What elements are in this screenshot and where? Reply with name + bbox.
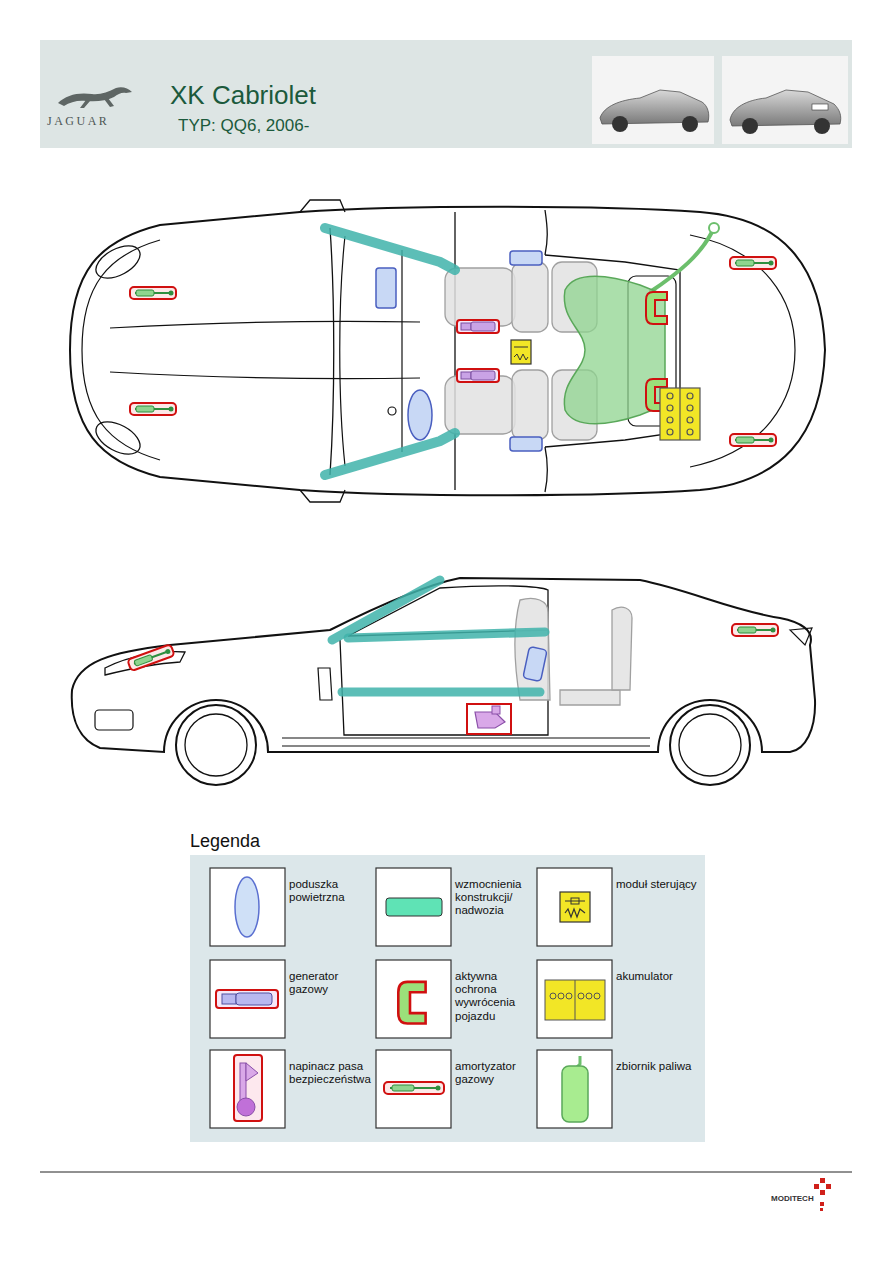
brand-name: JAGUAR	[47, 114, 109, 129]
legend-text: zbiornik paliwa	[616, 1060, 700, 1073]
battery	[660, 388, 700, 440]
legend-text: wzmocnienia konstrukcji/ nadwozia	[455, 878, 539, 918]
legend-text: generator gazowy	[289, 970, 373, 996]
legend-icons	[216, 877, 605, 1122]
page-title: XK Cabriolet	[170, 80, 316, 111]
legend-panel	[190, 855, 705, 1142]
legend-text: amortyzator gazowy	[455, 1060, 539, 1086]
moditech-logo	[814, 1178, 831, 1211]
footer-rule	[40, 1172, 852, 1173]
control-module	[511, 340, 531, 364]
jaguar-logo	[58, 87, 132, 108]
car-side-view	[72, 578, 815, 785]
company-logo-text: MODITECH	[771, 1194, 814, 1203]
gas-strut	[127, 644, 174, 671]
car-top-view	[70, 200, 825, 502]
header-photo	[592, 56, 848, 144]
a-pillar-reinforcement	[325, 228, 455, 475]
legend-text: aktywna ochrona wywrócenia pojazdu	[455, 970, 539, 1023]
legend-text: moduł sterujący	[616, 878, 700, 891]
vehicle-type: TYP: QQ6, 2006-	[178, 116, 309, 136]
legend-text: poduszka powietrzna	[289, 878, 373, 904]
header-band	[40, 40, 852, 148]
legend-text: napinacz pasa bezpieczeństwa	[289, 1060, 373, 1086]
airbags	[376, 251, 542, 451]
legend-cells	[210, 868, 612, 1128]
gas-struts	[130, 257, 776, 446]
legend-heading: Legenda	[190, 831, 260, 852]
side-reinforcement	[332, 580, 545, 692]
legend-text: akumulator	[616, 970, 700, 983]
gas-generators	[457, 320, 499, 382]
side-airbag	[523, 646, 547, 681]
gas-strut	[732, 624, 778, 636]
belt-tensioner	[467, 704, 511, 734]
